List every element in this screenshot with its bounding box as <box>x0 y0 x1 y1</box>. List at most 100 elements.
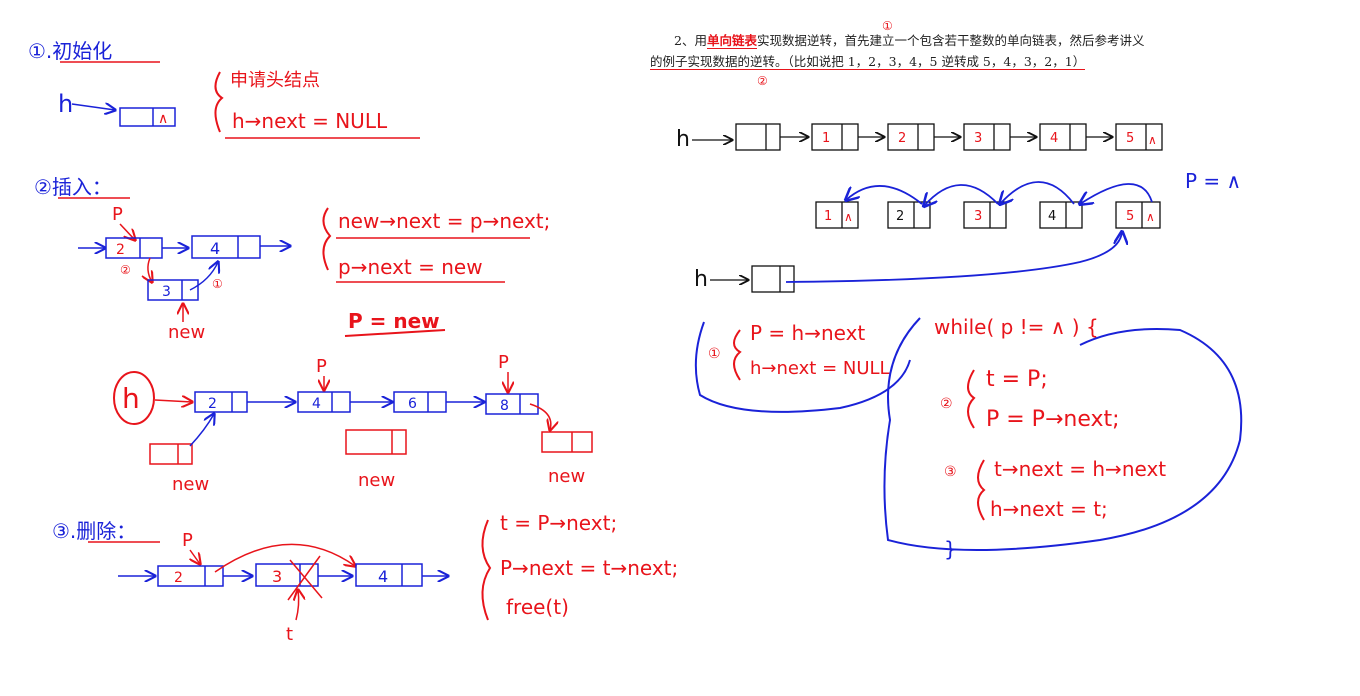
rev-arrow-5-4 <box>1080 183 1153 204</box>
list-node-4 <box>1039 123 1087 151</box>
code-t-next: t→next = h→next <box>994 457 1166 481</box>
init-null-mark: ∧ <box>158 111 168 127</box>
list-node5-value: 5 <box>1126 131 1134 146</box>
problem-middle: 实现数据逆转，首先建立一个包含若干整数的单向链表，然后参考讲义 <box>756 33 1145 48</box>
rev-node-4 <box>1039 201 1083 229</box>
rev-node1-null: ∧ <box>844 210 853 224</box>
annot-circle-2: ② <box>757 74 768 88</box>
chain-new2-label: new <box>358 470 395 491</box>
list-node-1 <box>811 123 859 151</box>
code-step-2: ② <box>940 396 953 412</box>
list-node-5 <box>1115 123 1163 151</box>
rev-node5-value: 5 <box>1126 209 1134 224</box>
insert-node-2 <box>191 235 261 259</box>
chain-p1-label: P <box>316 356 327 377</box>
init-group-loop <box>694 321 911 413</box>
chain-head-circle <box>113 371 155 425</box>
rev-node1-value: 1 <box>824 209 832 224</box>
chain-new1-label: new <box>172 474 209 495</box>
insert-step1-mark: ① <box>212 277 223 291</box>
chain-tail-arrow <box>529 403 551 430</box>
chain-node-1 <box>194 391 248 413</box>
insert-node1-value: 2 <box>116 242 125 258</box>
code-step-1: ① <box>708 346 721 362</box>
delete-bypass-arrow <box>214 543 355 573</box>
rev-node-2 <box>887 201 931 229</box>
rev-arrow-4-3 <box>1000 181 1075 204</box>
delete-p-arrow <box>190 549 200 564</box>
new-head-node <box>751 265 795 293</box>
delete-cross-mark <box>287 555 323 601</box>
insert-p-label: P <box>112 204 123 225</box>
init-desc: 申请头结点 <box>230 70 320 91</box>
chain-head-arrow <box>154 400 192 402</box>
delete-node1-value: 2 <box>174 570 183 586</box>
rev-node4-value: 4 <box>1048 209 1056 224</box>
problem-line2: 的例子实现数据的逆转。（比如说把 1，2，3，4，5 逆转成 5，4，3，2，1… <box>650 54 1086 70</box>
init-head-label: h <box>58 90 73 118</box>
insert-code-1: new→next = p→next; <box>338 209 550 233</box>
rev-node3-value: 3 <box>974 209 982 224</box>
chain-new-node-3 <box>541 431 593 453</box>
rev-node-3 <box>963 201 1007 229</box>
insert-new-node <box>147 279 199 301</box>
problem-statement: 2、用单向链表实现数据逆转，首先建立一个包含若干整数的单向链表，然后参考讲义 的… <box>650 30 1210 72</box>
chain-node3-value: 6 <box>408 396 417 412</box>
insert-new-label: new <box>168 322 205 343</box>
code-step-3: ③ <box>944 464 957 480</box>
rev-node-1 <box>815 201 859 229</box>
list-head-label: h <box>676 127 690 152</box>
problem-highlight: 单向链表 <box>706 33 757 49</box>
list-null-mark: ∧ <box>1148 133 1157 147</box>
init-brace <box>214 71 224 133</box>
insert-new-value: 3 <box>162 284 171 300</box>
insert-node2-value: 4 <box>210 239 220 258</box>
chain-node-2 <box>297 391 351 413</box>
delete-node2-value: 3 <box>272 567 282 586</box>
chain-node1-value: 2 <box>208 396 217 412</box>
code-p-advance: P = P→next; <box>986 407 1120 432</box>
chain-head-label: h <box>122 382 140 415</box>
rev-node5-null: ∧ <box>1146 210 1155 224</box>
loop-body-loop <box>883 317 1243 551</box>
insert-brace <box>322 207 332 271</box>
insert-code-3: P = new <box>348 309 440 333</box>
rev-node2-value: 2 <box>896 209 904 224</box>
code-t-assign: t = P; <box>986 367 1048 392</box>
init-head-node <box>119 107 176 127</box>
rev-node-5 <box>1115 201 1161 229</box>
delete-code-3: free(t) <box>506 595 569 619</box>
p-equals-null: P = ∧ <box>1185 169 1241 193</box>
delete-node-3 <box>355 563 423 587</box>
insert-step1-arrow <box>189 262 218 291</box>
init-head-arrow <box>71 104 115 110</box>
problem-prefix: 2、用 <box>674 33 707 48</box>
code-brace-3 <box>977 459 986 521</box>
problem-line-2: 的例子实现数据的逆转。（比如说把 1，2，3，4，5 逆转成 5，4，3，2，1… <box>650 51 1210 72</box>
chain-new3-label: new <box>548 466 585 487</box>
code-loop-end: } <box>944 537 957 561</box>
insert-title: ②插入： <box>34 175 112 199</box>
list-node4-value: 4 <box>1050 131 1058 146</box>
rev-arrow-3-2 <box>924 184 999 206</box>
chain-new1-arrow <box>189 414 214 447</box>
chain-new-node-1 <box>149 443 193 465</box>
chain-node2-value: 4 <box>312 396 321 412</box>
insert-node-1 <box>105 237 163 259</box>
list-head-node <box>735 123 781 151</box>
list-node-3 <box>963 123 1011 151</box>
chain-node4-value: 8 <box>500 398 509 414</box>
delete-node-1 <box>157 565 224 587</box>
delete-title: ③.删除： <box>52 519 136 543</box>
insert-code-2: p→next = new <box>338 255 483 279</box>
delete-p-label: P <box>182 530 193 551</box>
delete-t-label: t <box>286 624 293 645</box>
chain-p2-label: P <box>498 352 509 373</box>
code-h-next: h→next = t; <box>990 497 1108 521</box>
annot-circle-1: ① <box>882 19 893 33</box>
problem-line-1: 2、用单向链表实现数据逆转，首先建立一个包含若干整数的单向链表，然后参考讲义 <box>650 30 1210 51</box>
code-h-null: h→next = NULL <box>750 358 890 379</box>
delete-code-2: P→next = t→next; <box>500 556 678 580</box>
code-p-init: P = h→next <box>750 321 865 345</box>
